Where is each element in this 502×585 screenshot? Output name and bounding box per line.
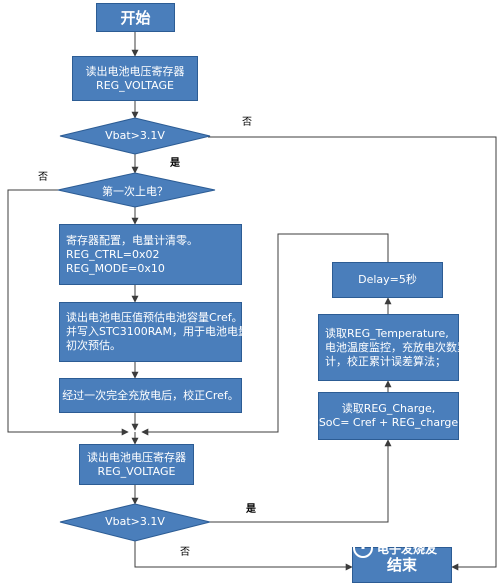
read-voltage-1-line-2: REG_VOLTAGE [96,78,174,92]
delay-label: Delay=5秒 [358,273,417,286]
read-voltage-1-line-1: 读出电池电压寄存器 [85,64,185,78]
decision-vbat-1 [59,117,211,155]
arrow-delay-loop [141,233,389,436]
watermark-text: 电子发烧友 [377,542,438,556]
read-voltage-2-line-2: REG_VOLTAGE [97,464,176,478]
start-node: 开始 [96,3,175,32]
decision-vbat-2-label: Vbat>3.1V [105,515,165,528]
arrow-dec2-no [7,189,129,436]
read-voltage-box-1: 读出电池电压寄存器 REG_VOLTAGE [72,56,198,101]
end-node: 结束 [352,547,452,583]
delay-box: Delay=5秒 [332,262,443,298]
capacity-estimate-line-1: 读出电池电压值预估电池容量Cref。 [66,311,243,324]
edge-label-dec1-yes: 是 [170,158,180,169]
arrow-dec1-no [208,136,497,571]
power-plug-icon [353,538,373,558]
decision-vbat-2 [59,503,211,542]
charge-box: 读取REG_Charge, SoC= Cref + REG_charge [318,392,459,440]
decision-vbat-1-label: Vbat>3.1V [105,129,165,142]
capacity-estimate-box: 读出电池电压值预估电池容量Cref。 并写入STC3100RAM，用于电池电量 … [59,302,249,362]
arrow-dec3-yes [210,439,392,523]
calibrate-label: 经过一次完全充放电后，校正Cref。 [62,388,239,402]
read-voltage-box-2: 读出电池电压寄存器 REG_VOLTAGE [79,444,194,485]
register-config-box: 寄存器配置，电量计清零。 REG_CTRL=0x02 REG_MODE=0x10 [59,224,242,285]
register-config-line-1: 寄存器配置，电量计清零。 [66,233,198,247]
register-config-line-3: REG_MODE=0x10 [66,261,165,275]
temperature-line-2: 电池温度监控，充放电次数累 [325,340,468,354]
watermark-logo: 电子发烧友 [353,538,499,583]
end-label: 结束 [386,556,417,574]
edge-label-dec2-no: 否 [38,172,48,183]
decision-first-power [57,172,216,208]
calibrate-box: 经过一次完全充放电后，校正Cref。 [59,378,242,413]
start-label: 开始 [120,8,151,27]
register-config-line-2: REG_CTRL=0x02 [66,247,160,261]
charge-line-2: SoC= Cref + REG_charge [318,416,459,429]
temperature-line-3: 计，校正累计误差算法； [325,354,446,368]
charge-line-1: 读取REG_Charge, [341,402,436,415]
edge-label-dec3-no: 否 [180,547,190,558]
arrow-dec3-no [134,541,353,571]
edge-label-dec1-no: 否 [242,117,252,128]
temperature-box: 读取REG_Temperature, 电池温度监控，充放电次数累 计，校正累计误… [318,314,468,381]
temperature-line-1: 读取REG_Temperature, [325,326,449,340]
read-voltage-2-line-1: 读出电池电压寄存器 [87,450,186,464]
capacity-estimate-line-3: 初次预估。 [66,339,121,352]
capacity-estimate-line-2: 并写入STC3100RAM，用于电池电量 [66,325,249,338]
decision-first-power-label: 第一次上电？ [102,185,168,198]
edge-label-dec3-yes: 是 [246,504,256,515]
